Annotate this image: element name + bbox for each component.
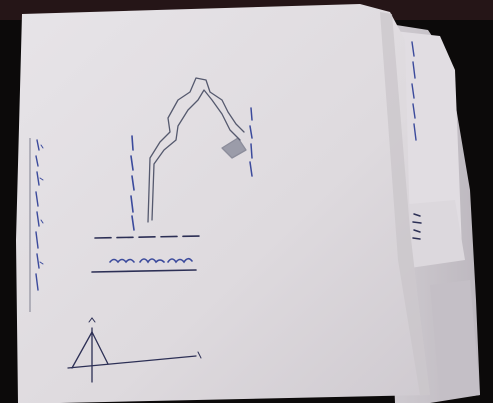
mountain-right-label [249, 107, 253, 177]
baseline-lines [91, 235, 201, 273]
caption-scribble [109, 257, 193, 264]
back-sheet-dark-scribble [412, 213, 422, 240]
north-arrow-sketch [67, 317, 202, 383]
mountain-section-sketch [147, 77, 247, 223]
front-paper-sheet [16, 4, 430, 403]
back-sheet-handwriting [411, 41, 417, 141]
back-sheet-lower-edge [430, 280, 480, 400]
left-vertical-handwriting [35, 139, 44, 291]
back-sheet-flap [398, 200, 465, 268]
mountain-left-label [130, 135, 135, 231]
front-sheet-shadow-edge [380, 12, 430, 395]
